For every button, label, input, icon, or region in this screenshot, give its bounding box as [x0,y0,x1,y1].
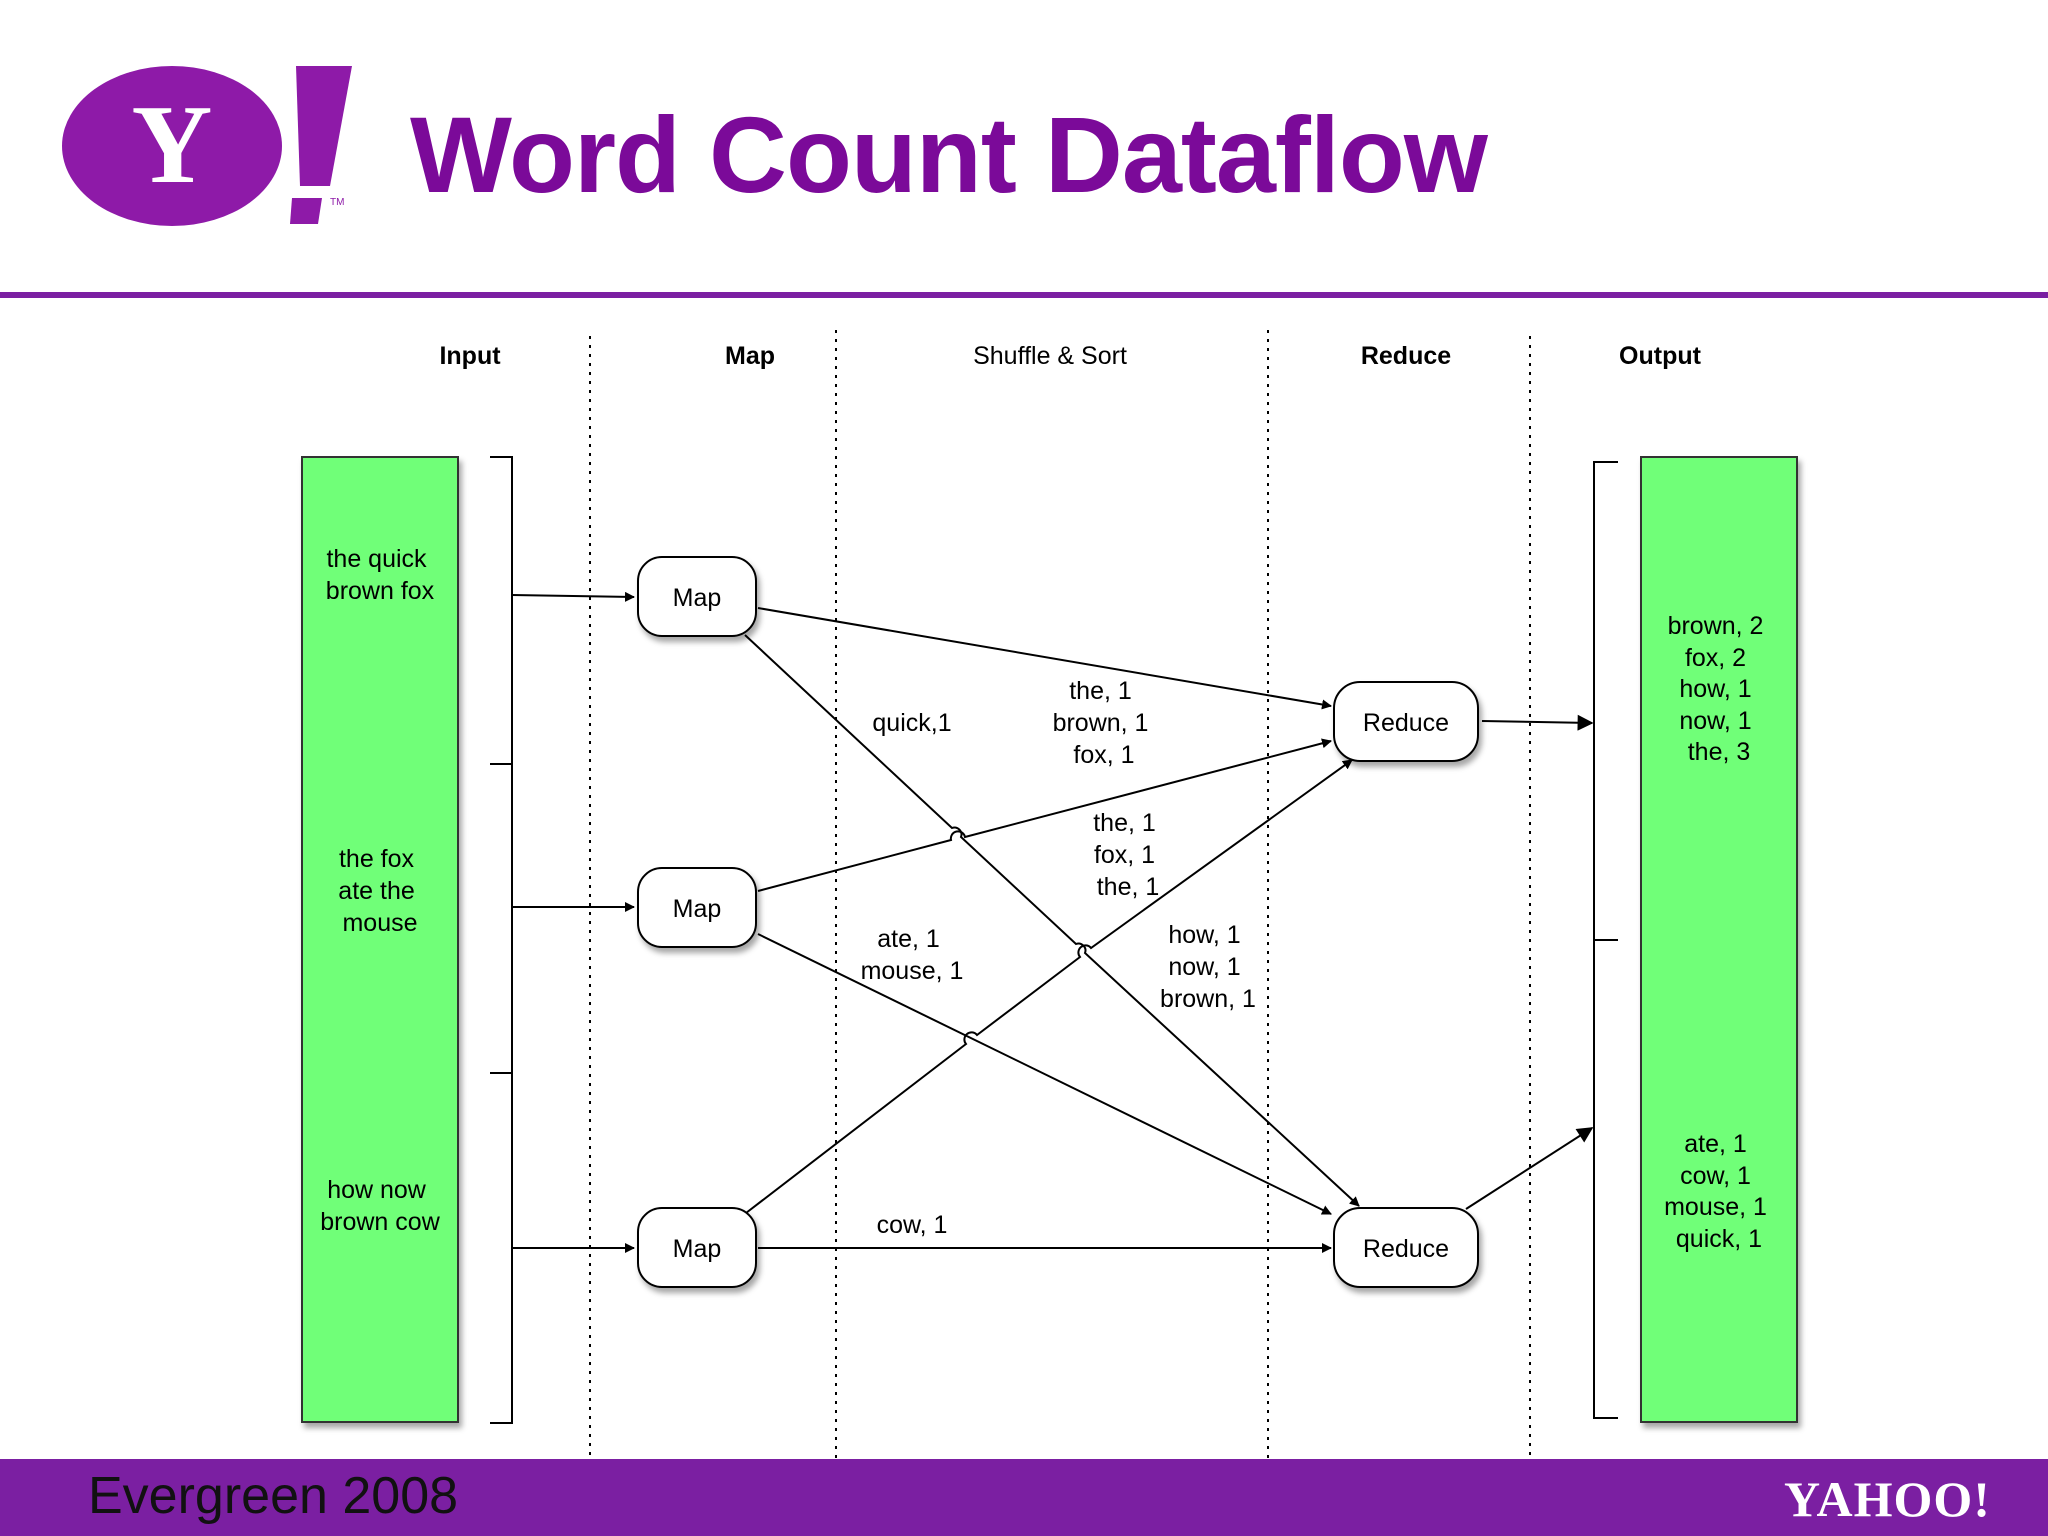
reduce-node-label: Reduce [1363,709,1449,737]
input-line: the quick [326,545,427,573]
edge-label-line: brown, 1 [1053,709,1149,737]
edge-label-map1-reduce1: the, 1 brown, 1 fox, 1 [1053,677,1156,769]
edge-label-quick: quick,1 [872,709,951,737]
edge-label-line: brown, 1 [1160,985,1256,1013]
output-line: quick, 1 [1676,1225,1762,1253]
edge-label-map2-reduce2: ate, 1 mouse, 1 [861,925,964,985]
map-node-shape [637,1207,757,1288]
reduce-node-shape [1333,681,1479,762]
map-node-label: Map [673,1235,722,1263]
logo-exclamation-bar [296,66,352,186]
edge-label-line: quick,1 [872,709,951,737]
edge-label-line: fox, 1 [1073,741,1134,769]
edge-label-line: now, 1 [1168,953,1240,981]
output-box [1640,456,1798,1423]
reduce-node-1: Reduce [1333,681,1479,762]
edge-map1-reduce2 [744,634,1360,1207]
output-line: cow, 1 [1680,1162,1751,1190]
input-split-2: the fox ate the mouse [338,845,421,937]
input-line: mouse [342,909,417,937]
output-line: ate, 1 [1684,1130,1747,1158]
output-line: how, 1 [1679,675,1751,703]
slide-title: Word Count Dataflow [410,94,1488,215]
column-header-reduce: Reduce [1361,342,1451,370]
output-line: brown, 2 [1668,612,1764,640]
input-line: brown fox [326,577,435,605]
edge-label-map3-reduce1: how, 1 now, 1 brown, 1 [1160,921,1256,1013]
input-bracket [490,456,513,1424]
reduce-node-label: Reduce [1363,1235,1449,1263]
column-header-output: Output [1619,342,1702,370]
edge-label-line: cow, 1 [877,1211,948,1239]
column-header-input: Input [439,342,501,370]
edge-label-map3-reduce2: cow, 1 [877,1211,948,1239]
input-line: brown cow [320,1208,440,1236]
edge-map2-reduce1 [757,738,1332,892]
input-line: ate the [338,877,414,905]
edge-label-line: the, 1 [1069,677,1132,705]
edge-label-line: fox, 1 [1094,841,1155,869]
logo-tm: TM [330,197,344,208]
output-line: mouse, 1 [1664,1193,1767,1221]
reduce-node-shape [1333,1207,1479,1288]
footer-yahoo-logo: YAHOO! [1784,1471,1991,1527]
edge-map2-reduce2 [757,933,1332,1215]
logo-letter: Y [132,83,213,207]
title-rule [0,292,2048,298]
output-arrow [1481,714,1594,731]
edge-label-line: mouse, 1 [861,957,964,985]
map-node-1: Map [637,556,757,637]
output-partition-1: brown, 2 fox, 2 how, 1 now, 1 the, 3 [1668,612,1771,766]
map-node-shape [637,867,757,948]
map-node-label: Map [673,895,722,923]
column-header-map: Map [725,342,775,370]
input-arrow [511,591,635,602]
edge-map1-reduce1 [757,607,1332,710]
edge-label-line: ate, 1 [877,925,940,953]
input-split-3: how now brown cow [320,1176,440,1236]
reduce-node-2: Reduce [1333,1207,1479,1288]
edge-label-line: how, 1 [1168,921,1240,949]
output-partition-2: ate, 1 cow, 1 mouse, 1 quick, 1 [1664,1130,1774,1253]
footer-text: Evergreen 2008 [88,1467,459,1525]
input-box [301,456,459,1423]
output-line: fox, 2 [1685,644,1746,672]
edge-label-line: the, 1 [1093,809,1156,837]
yahoo-logo: Y TM [62,66,352,226]
map-node-label: Map [673,584,722,612]
logo-exclamation-dot [290,198,322,224]
edge-map3-reduce1 [745,759,1353,1214]
column-header-shuffle: Shuffle & Sort [973,342,1127,370]
logo-oval [62,66,282,226]
edge-label-map2-reduce1: the, 1 fox, 1 the, 1 [1093,809,1163,901]
output-line: the, 3 [1688,738,1751,766]
input-line: the fox [339,845,415,873]
input-line: how now [327,1176,427,1204]
map-node-2: Map [637,867,757,948]
edge-label-line: the, 1 [1097,873,1160,901]
output-arrow [1465,1127,1594,1210]
output-line: now, 1 [1679,707,1751,735]
footer-bar [0,1459,2048,1536]
input-split-1: the quick brown fox [326,545,435,605]
map-node-3: Map [637,1207,757,1288]
map-node-shape [637,556,757,637]
